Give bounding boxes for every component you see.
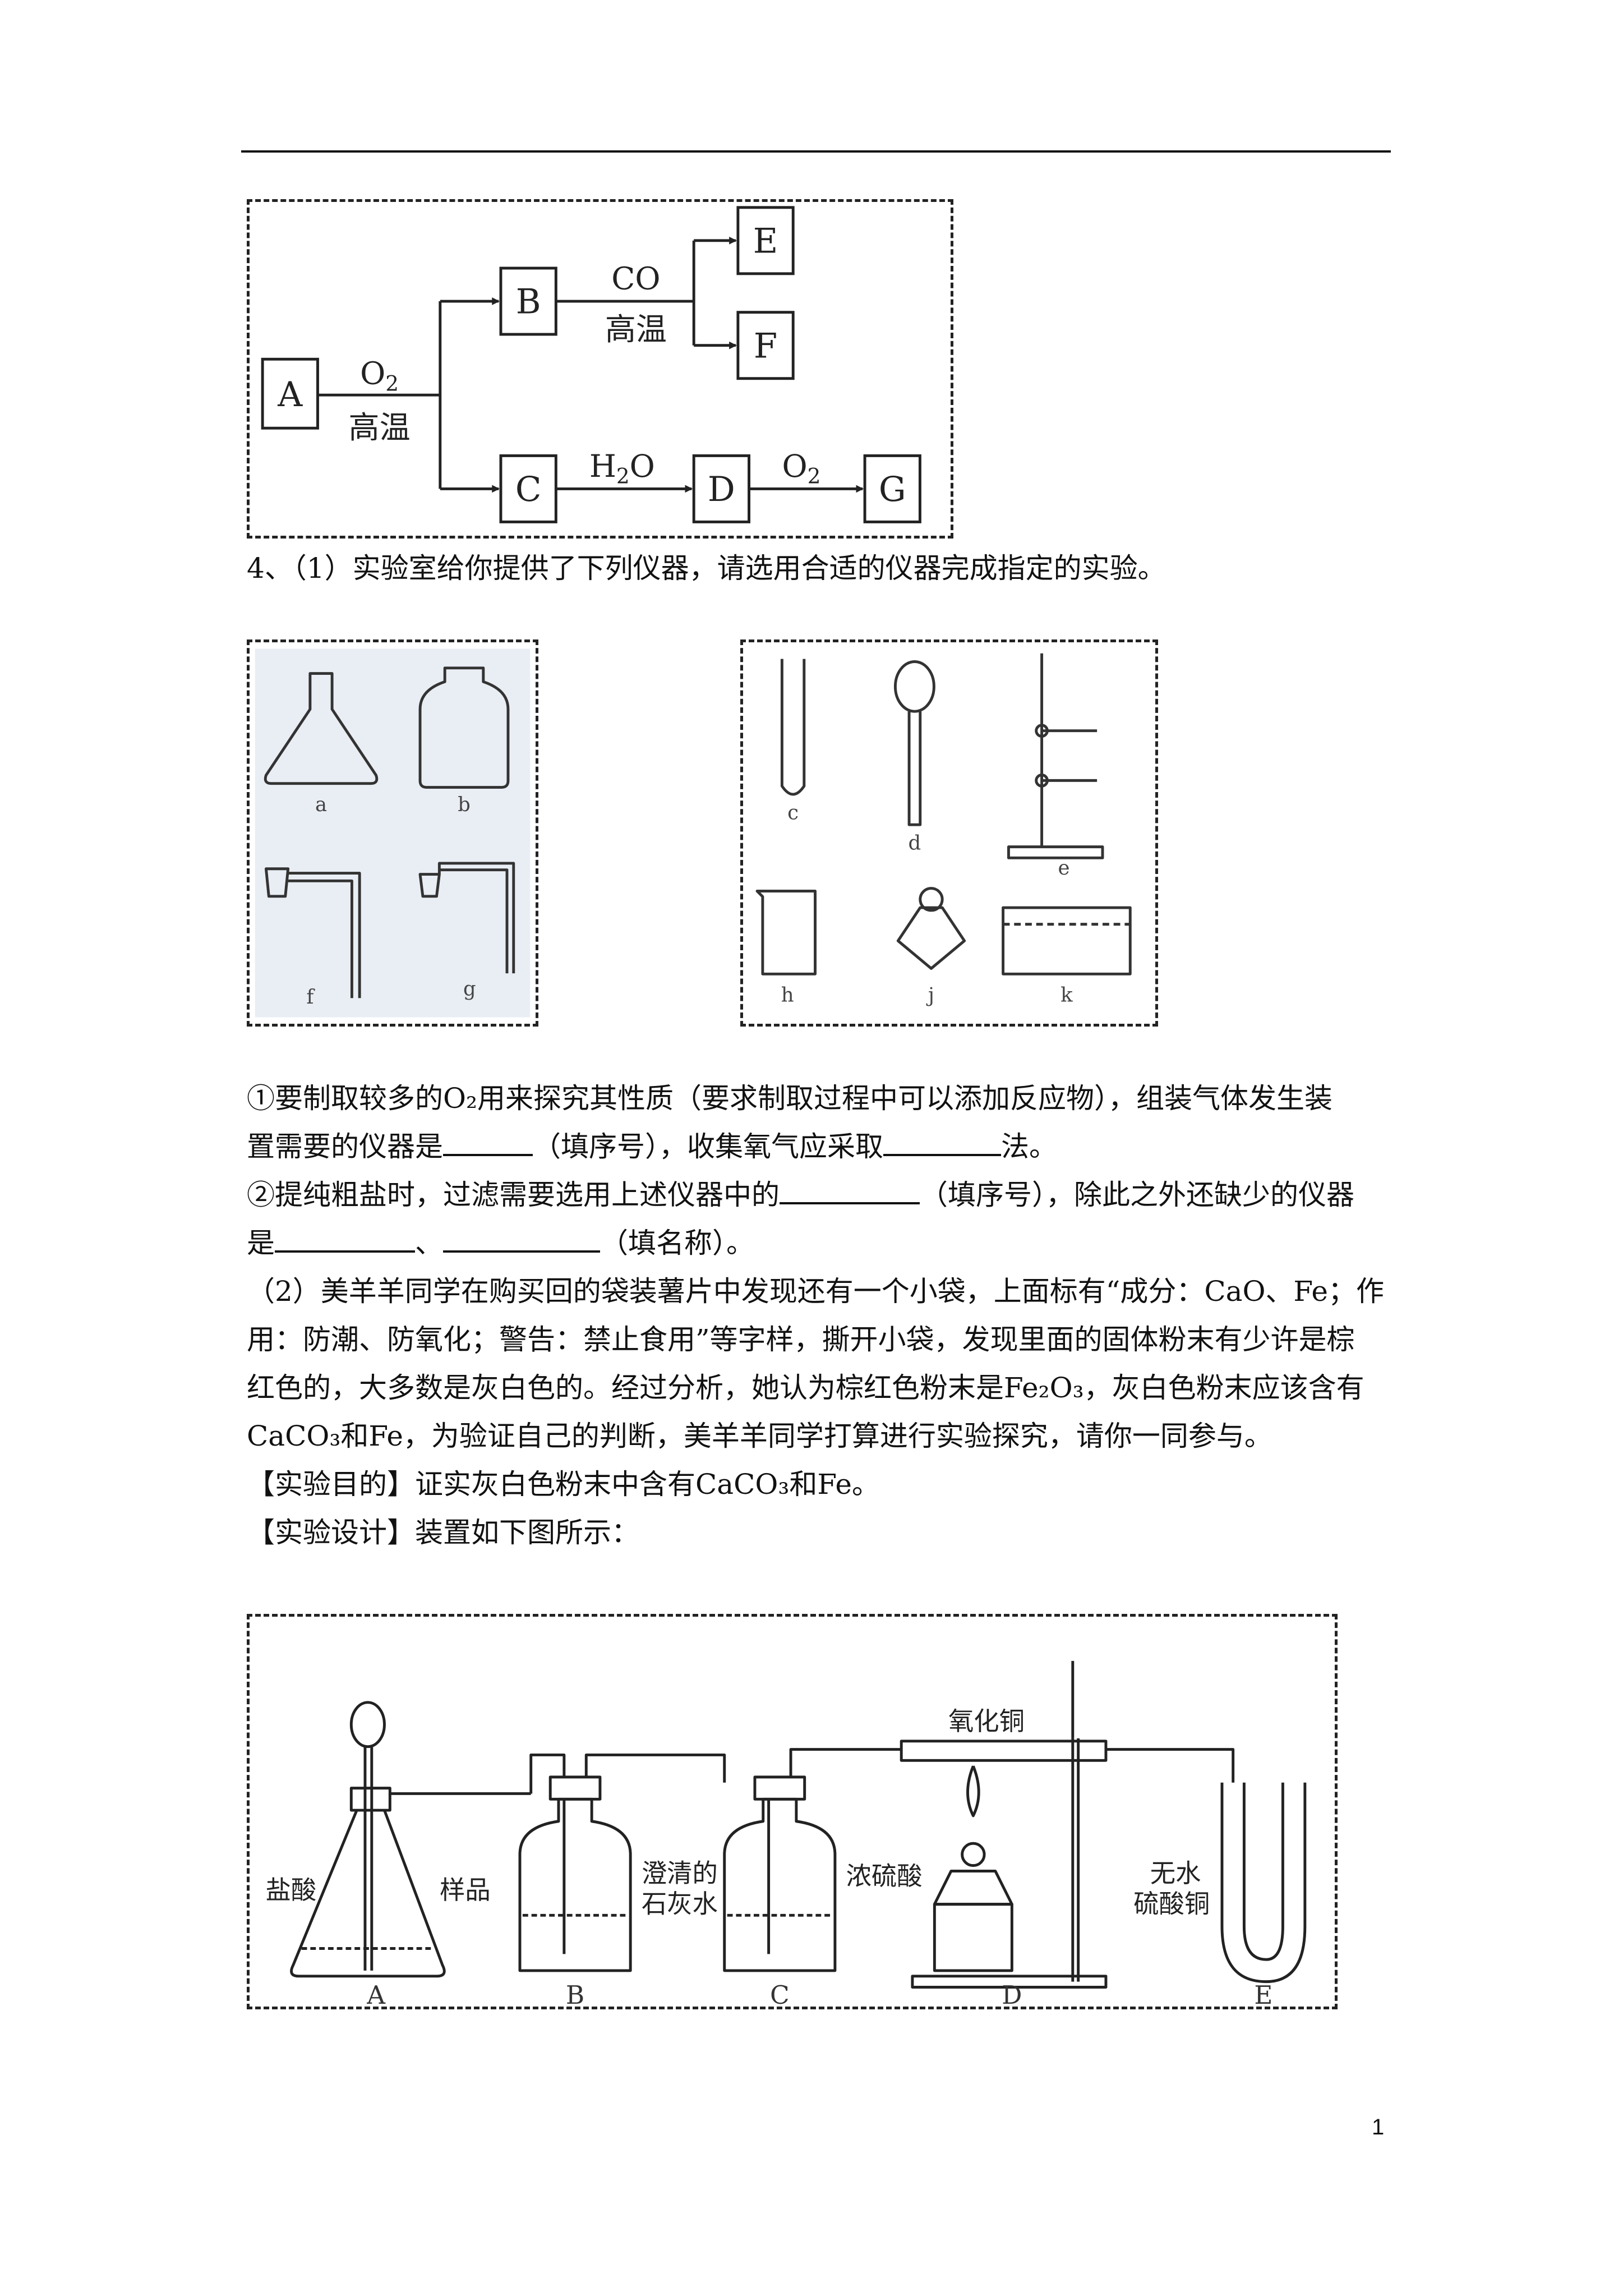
label-cuso4-1: 无水 <box>1150 1858 1201 1888</box>
reagent-h2o: H2O <box>589 448 655 489</box>
header-rule <box>241 150 1391 153</box>
reagent-o2-d: O2 <box>782 448 820 489</box>
label-j: j <box>926 984 934 1007</box>
test-tube-icon <box>780 659 806 796</box>
q2-line4: CaCO₃和Fe，为验证自己的判断，美羊羊同学打算进行实验探究，请你一同参与。 <box>247 1420 1272 1452</box>
label-e: e <box>1058 857 1069 880</box>
experiment-design: 【实验设计】装置如下图所示： <box>247 1516 639 1549</box>
label-g: g <box>463 977 476 1000</box>
water-trough-icon <box>1002 906 1132 976</box>
apparatus-a-flask <box>290 1701 531 1978</box>
q1-line4-b: 、 <box>415 1227 443 1259</box>
q1-line4-c: （填名称）。 <box>600 1227 754 1259</box>
label-cuso4-2: 硫酸铜 <box>1133 1889 1210 1918</box>
q1-line2-a: 置需要的仪器是 <box>247 1130 443 1163</box>
q1-line4: 是 、 （填名称）。 <box>247 1219 1396 1267</box>
q1-line1: ①要制取较多的O₂用来探究其性质（要求制取过程中可以添加反应物），组装气体发生装 <box>247 1082 1333 1115</box>
condition-a: 高温 <box>349 409 411 445</box>
q4-intro: 4、（1）实验室给你提供了下列仪器，请选用合适的仪器完成指定的实验。 <box>247 552 1166 585</box>
experiment-goal: 【实验目的】证实灰白色粉末中含有CaCO₃和Fe。 <box>247 1468 880 1501</box>
delivery-tube-f-icon <box>264 867 290 898</box>
label-limewater-1: 澄清的 <box>642 1858 718 1888</box>
q2-line1: （2）美羊羊同学在购买回的袋装薯片中发现还有一个小袋，上面标有“成分：CaO、F… <box>247 1275 1384 1308</box>
iron-stand-icon <box>1007 653 1104 859</box>
label-sample: 样品 <box>440 1875 491 1905</box>
node-f <box>736 311 795 380</box>
condition-b: 高温 <box>605 311 667 347</box>
q1-line3: ②提纯粗盐时，过滤需要选用上述仪器中的 （填序号），除此之外还缺少的仪器 <box>247 1171 1396 1219</box>
label-limewater-2: 石灰水 <box>642 1889 718 1918</box>
q2-line2: 用：防潮、防氧化；警告：禁止食用”等字样，撕开小袋，发现里面的固体粉末有少许是棕 <box>247 1323 1355 1356</box>
q1-line3-a: ②提纯粗盐时，过滤需要选用上述仪器中的 <box>247 1179 780 1211</box>
station-b: B <box>566 1980 584 2007</box>
delivery-tube-g-icon <box>418 873 441 898</box>
node-g-label: G <box>879 470 906 509</box>
apparatus-left: a b f g <box>247 639 538 1027</box>
page-number: 1 <box>1372 2115 1385 2139</box>
q2-line3: 红色的，大多数是灰白色的。经过分析，她认为棕红色粉末是Fe₂O₃，灰白色粉末应该… <box>247 1372 1364 1404</box>
beaker-icon <box>755 890 817 976</box>
gas-bottle-icon <box>418 666 510 789</box>
flow-diagram: A B C D E F G O2 高温 CO 高温 H2O O2 <box>247 199 953 539</box>
station-c: C <box>770 1980 790 2007</box>
erlenmeyer-flask-icon <box>264 672 379 785</box>
node-a-label: A <box>277 375 303 415</box>
label-cuo: 氧化铜 <box>948 1706 1025 1736</box>
answer-blank-3[interactable] <box>780 1180 920 1204</box>
label-h2so4: 浓硫酸 <box>846 1861 923 1891</box>
reagent-co: CO <box>611 260 660 296</box>
node-e-label: E <box>753 221 778 261</box>
label-a: a <box>315 793 327 816</box>
apparatus-d-combustion <box>900 1660 1235 1989</box>
label-k: k <box>1061 984 1073 1007</box>
apparatus-right: c d e h j k <box>740 639 1158 1027</box>
node-g <box>863 454 921 523</box>
node-e <box>736 206 795 275</box>
label-d: d <box>909 832 921 855</box>
node-c-label: C <box>515 470 542 509</box>
label-b: b <box>458 793 471 816</box>
apparatus-c-bottle <box>723 1748 902 1972</box>
label-hcl: 盐酸 <box>266 1875 317 1905</box>
q1-line4-a: 是 <box>247 1227 275 1259</box>
station-e: E <box>1254 1980 1272 2007</box>
node-f-label: F <box>754 326 777 366</box>
experiment-setup-diagram: 盐酸 样品 澄清的 石灰水 浓硫酸 氧化铜 无水 硫酸铜 A B C D E <box>247 1614 1338 2009</box>
q1-line3-b: （填序号），除此之外还缺少的仪器 <box>920 1179 1354 1211</box>
station-a: A <box>366 1980 386 2007</box>
answer-blank-5[interactable] <box>443 1228 600 1253</box>
node-b-label: B <box>516 282 541 322</box>
alcohol-lamp-icon <box>896 887 966 970</box>
q1-line2-b: （填序号），收集氧气应采取 <box>533 1130 883 1163</box>
node-d-label: D <box>708 470 735 509</box>
answer-blank-1[interactable] <box>443 1131 533 1156</box>
station-d: D <box>1002 1980 1022 2007</box>
funnel-icon <box>893 660 935 826</box>
label-h: h <box>781 984 794 1007</box>
q1-line2: 置需要的仪器是 （填序号），收集氧气应采取 法。 <box>247 1122 1396 1171</box>
apparatus-e-utube <box>1220 1782 1307 1984</box>
q1-line2-c: 法。 <box>1001 1130 1057 1163</box>
label-f: f <box>306 986 315 1009</box>
reagent-o2-a: O2 <box>360 356 399 396</box>
label-c: c <box>787 801 799 824</box>
answer-blank-4[interactable] <box>275 1228 415 1253</box>
apparatus-b-bottle <box>518 1753 726 1972</box>
answer-blank-2[interactable] <box>883 1131 1001 1156</box>
